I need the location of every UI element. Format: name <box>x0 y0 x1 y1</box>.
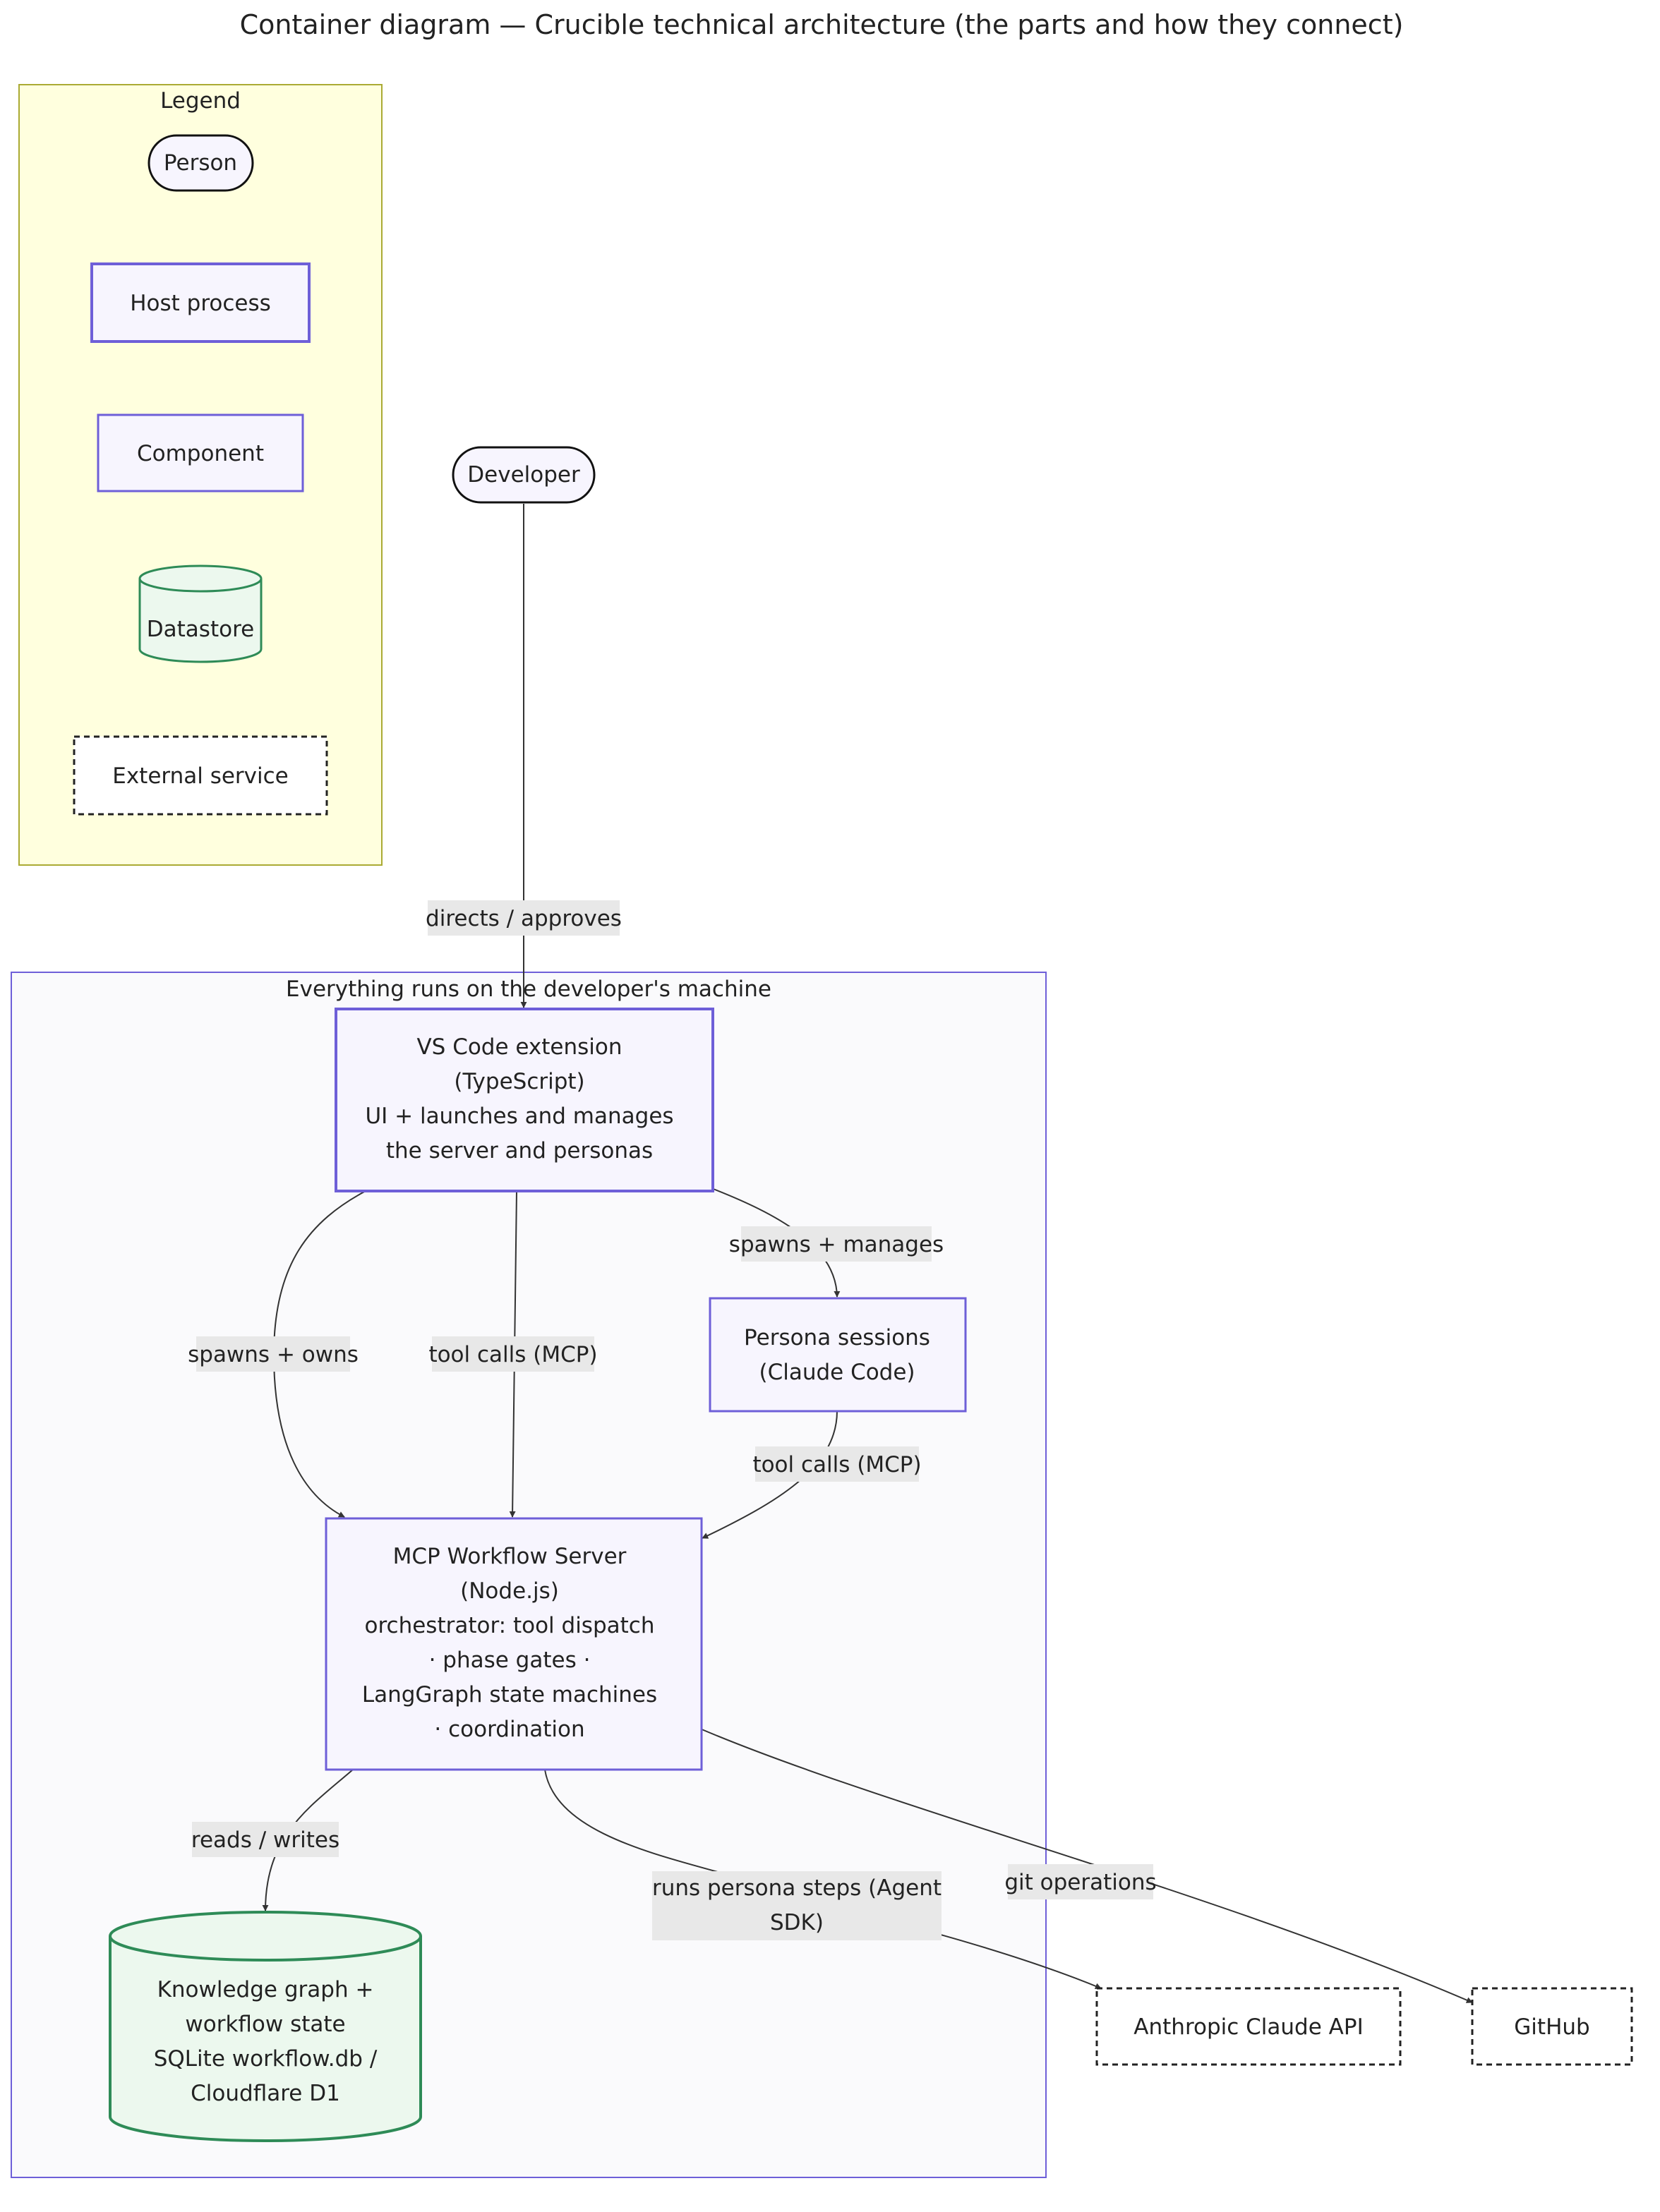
persona-sessions-node <box>709 1297 967 1413</box>
edge-label-spawns-manages-bg <box>741 1226 932 1262</box>
boundary-title: Everything runs on the developer's machi… <box>286 977 771 1002</box>
legend-component-shape <box>97 413 304 492</box>
legend: Legend Person Host process Component Dat… <box>18 84 383 866</box>
edge-label-git-operations: git operations <box>1004 1870 1156 1895</box>
edge-label-tool-calls-persona-bg <box>755 1446 919 1482</box>
edge-label-reads-writes-bg <box>192 1822 339 1857</box>
edge-label-tool-calls-extension: tool calls (MCP) <box>428 1342 597 1367</box>
vscode-extension-label-1: VS Code extension <box>416 1034 622 1060</box>
legend-external-service-label: External service <box>112 763 289 789</box>
legend-external-service-shape <box>73 735 328 816</box>
edge-label-runs-persona-line2: SDK) <box>770 1910 824 1935</box>
anthropic-api-label: Anthropic Claude API <box>1133 2014 1363 2040</box>
datastore-label-2: workflow state <box>185 2012 345 2037</box>
datastore-label-3: SQLite workflow.db / <box>154 2046 378 2072</box>
mcp-server-label-6: · coordination <box>434 1717 584 1742</box>
edge-label-spawns-owns-bg <box>196 1336 350 1372</box>
legend-person-shape <box>148 134 254 192</box>
edge-git-operations <box>699 1728 1473 2003</box>
knowledge-graph-datastore <box>109 1911 422 2142</box>
edge-tool-calls-persona <box>702 1410 838 1539</box>
developer-label: Developer <box>467 462 580 488</box>
legend-host-process-label: Host process <box>130 291 271 316</box>
mcp-server-label-2: (Node.js) <box>460 1578 559 1604</box>
legend-host-process-shape <box>90 262 311 343</box>
github-label: GitHub <box>1514 2014 1589 2040</box>
mcp-server-label-5: LangGraph state machines <box>362 1682 657 1708</box>
edge-label-git-operations-bg <box>1008 1864 1153 1899</box>
edge-label-directs: directs / approves <box>426 906 622 931</box>
persona-sessions-label-2: (Claude Code) <box>759 1360 915 1385</box>
mcp-server-label-4: · phase gates · <box>429 1648 591 1673</box>
edge-label-tool-calls-extension-bg <box>432 1336 594 1372</box>
mcp-server-label-3: orchestrator: tool dispatch <box>365 1613 655 1638</box>
vscode-extension-node <box>335 1008 714 1192</box>
edge-label-spawns-owns: spawns + owns <box>188 1342 359 1367</box>
vscode-extension-label-4: the server and personas <box>386 1138 653 1164</box>
edge-label-runs-persona-line1: runs persona steps (Agent <box>652 1875 942 1901</box>
legend-component-label: Component <box>137 441 264 466</box>
edge-label-runs-persona-bg <box>652 1871 942 1940</box>
edge-label-spawns-manages: spawns + manages <box>729 1232 944 1257</box>
vscode-extension-label-3: UI + launches and manages <box>365 1104 673 1129</box>
legend-person-label: Person <box>164 150 237 176</box>
mcp-server-label-1: MCP Workflow Server <box>393 1544 627 1569</box>
datastore-label-1: Knowledge graph + <box>157 1977 374 2002</box>
anthropic-api-node <box>1095 1987 1402 2066</box>
legend-title: Legend <box>160 88 241 114</box>
github-node <box>1471 1987 1633 2066</box>
edge-label-directs-bg <box>428 900 620 936</box>
edge-label-tool-calls-persona: tool calls (MCP) <box>752 1452 921 1477</box>
legend-datastore-shape <box>138 564 263 663</box>
developer-node <box>452 446 596 504</box>
diagram-title: Container diagram — Crucible technical a… <box>240 9 1404 40</box>
vscode-extension-label-2: (TypeScript) <box>454 1069 584 1094</box>
mcp-workflow-server-node <box>325 1517 703 1771</box>
edge-label-reads-writes: reads / writes <box>191 1827 339 1853</box>
datastore-label-4: Cloudflare D1 <box>191 2081 340 2106</box>
persona-sessions-label-1: Persona sessions <box>744 1325 930 1350</box>
legend-datastore-label: Datastore <box>147 617 254 642</box>
